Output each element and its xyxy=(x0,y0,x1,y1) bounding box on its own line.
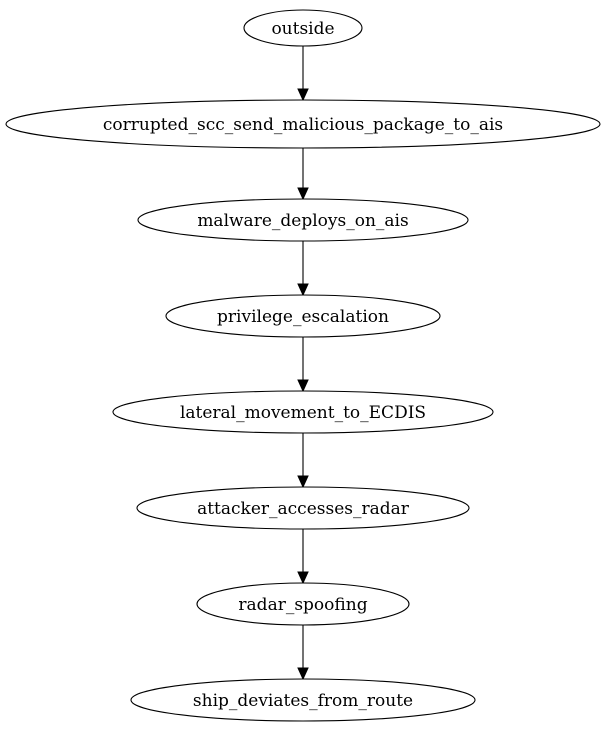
edge-arrow xyxy=(297,337,309,393)
arrowhead-icon xyxy=(297,187,309,201)
node-ellipse xyxy=(243,9,363,47)
node-label: privilege_escalation xyxy=(217,307,389,327)
edge-arrow xyxy=(297,241,309,297)
node-outside: outside xyxy=(243,9,363,47)
node-corrupted-scc-send-malicious-package-to-ais: corrupted_scc_send_malicious_package_to_… xyxy=(5,99,601,149)
node-label: radar_spoofing xyxy=(238,595,367,615)
node-attacker-accesses-radar: attacker_accesses_radar xyxy=(136,486,470,530)
node-ellipse xyxy=(196,582,410,626)
node-ellipse xyxy=(112,390,494,434)
arrowhead-icon xyxy=(297,475,309,489)
node-label: malware_deploys_on_ais xyxy=(197,211,408,231)
arrowhead-icon xyxy=(297,283,309,297)
edge-arrow xyxy=(297,529,309,585)
node-label: ship_deviates_from_route xyxy=(193,691,413,711)
arrowhead-icon xyxy=(297,571,309,585)
node-label: outside xyxy=(271,19,334,39)
node-ellipse xyxy=(130,678,476,722)
nodes-layer: outside corrupted_scc_send_malicious_pack… xyxy=(5,9,601,722)
node-label: attacker_accesses_radar xyxy=(197,499,410,519)
arrowhead-icon xyxy=(297,379,309,393)
node-ellipse xyxy=(5,99,601,149)
node-ellipse xyxy=(137,198,469,242)
node-ellipse xyxy=(165,294,441,338)
node-malware-deploys-on-ais: malware_deploys_on_ais xyxy=(137,198,469,242)
node-ellipse xyxy=(136,486,470,530)
node-label: corrupted_scc_send_malicious_package_to_… xyxy=(103,115,503,135)
node-lateral-movement-to-ecdis: lateral_movement_to_ECDIS xyxy=(112,390,494,434)
node-radar-spoofing: radar_spoofing xyxy=(196,582,410,626)
node-privilege-escalation: privilege_escalation xyxy=(165,294,441,338)
arrowhead-icon xyxy=(297,667,309,681)
edge-arrow xyxy=(297,148,309,201)
arrowhead-icon xyxy=(297,88,309,102)
edge-arrow xyxy=(297,625,309,681)
edge-arrow xyxy=(297,46,309,102)
edge-arrow xyxy=(297,433,309,489)
edges-layer xyxy=(297,46,309,681)
node-ship-deviates-from-route: ship_deviates_from_route xyxy=(130,678,476,722)
node-label: lateral_movement_to_ECDIS xyxy=(180,403,426,423)
